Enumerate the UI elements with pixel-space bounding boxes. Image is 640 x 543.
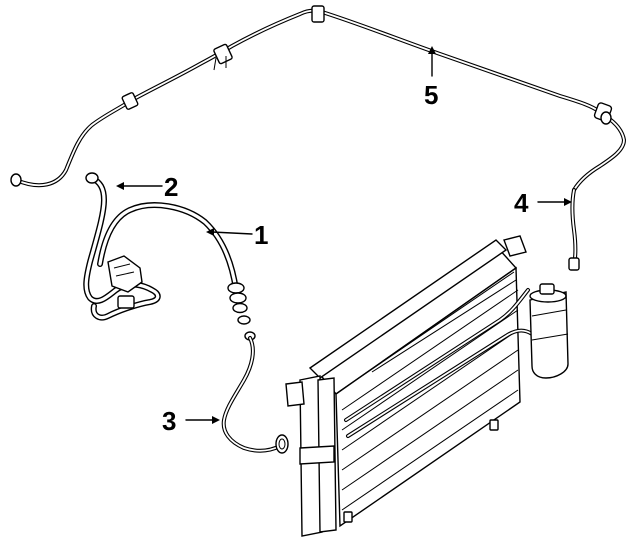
callout-5: 5 (424, 46, 438, 110)
callout-2: 2 (116, 172, 178, 202)
part-2-hose (83, 172, 161, 321)
callout-3: 3 (162, 406, 220, 436)
callout-5-label: 5 (424, 80, 438, 110)
part-1-hose (97, 202, 256, 341)
condenser-assembly (285, 235, 534, 537)
callout-1: 1 (206, 220, 268, 250)
callout-2-label: 2 (164, 172, 178, 202)
part-4-pipe (568, 188, 580, 271)
receiver-drier (529, 283, 569, 379)
part-5-pipe (10, 5, 626, 192)
callout-3-label: 3 (162, 406, 176, 436)
part-3-pipe (221, 336, 289, 454)
callout-4-label: 4 (514, 188, 529, 218)
callout-1-label: 1 (254, 220, 268, 250)
callout-4: 4 (514, 188, 572, 218)
